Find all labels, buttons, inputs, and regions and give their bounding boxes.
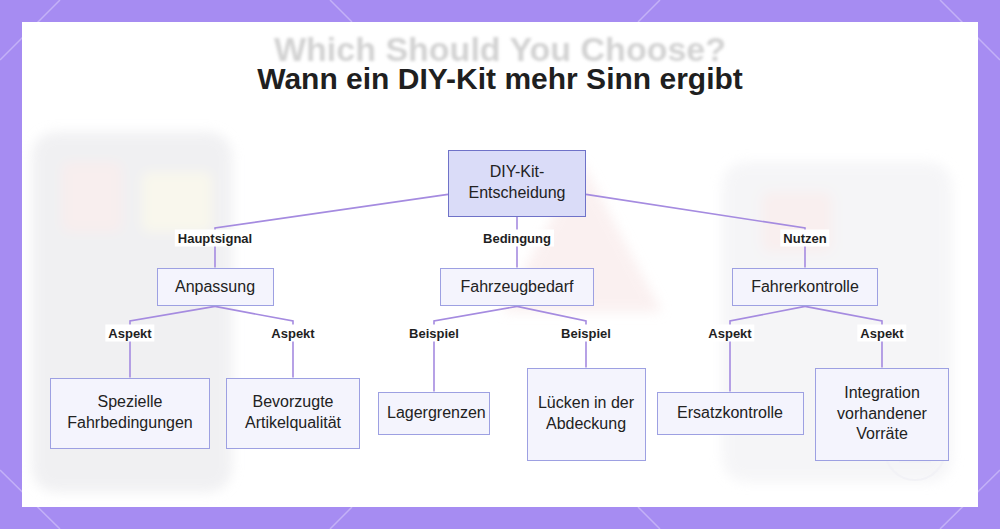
node-text: Spezielle Fahrbedingungen xyxy=(51,386,209,440)
topic-box: Integration vorhandener Vorräte xyxy=(815,368,949,461)
topic-box: Fahrerkontrolle xyxy=(732,268,878,307)
topic-box: Lagergrenzen xyxy=(378,392,490,435)
edge-label: Hauptsignal xyxy=(175,230,255,247)
connector-line xyxy=(130,306,215,377)
topic-box: Fahrzeugbedarf xyxy=(440,268,594,307)
topic-box: Ersatzkontrolle xyxy=(657,392,804,435)
node-text: Bevorzugte Artikelqualität xyxy=(227,386,359,440)
node-text: Lücken in der Abdeckung xyxy=(528,387,645,441)
node-text: Fahrerkontrolle xyxy=(733,271,877,304)
edge-label: Aspekt xyxy=(268,325,317,342)
topic-box: Spezielle Fahrbedingungen xyxy=(50,378,210,449)
node-text: DIY-Kit-Entscheidung xyxy=(449,156,585,210)
topic-box: Anpassung xyxy=(157,268,274,307)
node-text: Integration vorhandener Vorräte xyxy=(816,377,948,451)
node-text: Anpassung xyxy=(158,271,273,304)
edge-label: Beispiel xyxy=(406,325,462,342)
connector-line xyxy=(730,306,805,391)
node-text: Lagergrenzen xyxy=(379,397,489,430)
edge-label: Aspekt xyxy=(105,325,154,342)
node-text: Ersatzkontrolle xyxy=(658,397,803,430)
edge-label: Beispiel xyxy=(558,325,614,342)
connector-line xyxy=(215,306,293,377)
edge-label: Aspekt xyxy=(857,325,906,342)
node-text: Fahrzeugbedarf xyxy=(441,271,593,304)
edge-label: Nutzen xyxy=(780,230,829,247)
diagram-title: Wann ein DIY-Kit mehr Sinn ergibt xyxy=(0,62,1000,96)
edge-label: Aspekt xyxy=(705,325,754,342)
connector-line xyxy=(434,306,517,391)
connector-line xyxy=(586,194,805,267)
root-box: DIY-Kit-Entscheidung xyxy=(448,150,586,217)
edge-label: Bedingung xyxy=(480,230,554,247)
topic-box: Lücken in der Abdeckung xyxy=(527,368,646,461)
topic-box: Bevorzugte Artikelqualität xyxy=(226,378,360,449)
